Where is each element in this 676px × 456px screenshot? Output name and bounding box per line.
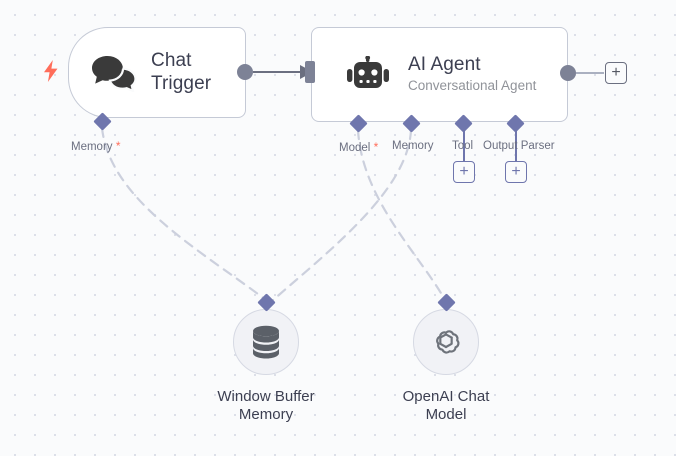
ai-agent-output-port[interactable] — [560, 65, 576, 81]
ai-agent-model-label: Model * — [339, 141, 378, 155]
edge-agent-memory-to-window-buffer — [270, 128, 413, 303]
edge-agent-model-to-openai — [356, 128, 447, 302]
ai-agent-memory-label: Memory — [392, 140, 434, 152]
chat-bubbles-icon — [91, 54, 137, 92]
window-buffer-memory-title-line2: Memory — [238, 406, 294, 424]
node-ai-agent-subtitle: Conversational Agent — [408, 78, 537, 94]
node-openai-chat-model-label: OpenAI Chat Model — [356, 388, 536, 425]
lightning-bolt-icon — [43, 60, 59, 87]
database-icon — [251, 325, 281, 359]
node-ai-agent-title: AI Agent — [408, 54, 481, 76]
required-star: * — [112, 139, 121, 153]
node-ai-agent[interactable]: AI Agent Conversational Agent — [311, 27, 568, 122]
add-node-button[interactable]: + — [605, 62, 627, 84]
window-buffer-memory-title-line1: Window Buffer — [217, 388, 315, 405]
edge-trigger-memory-to-window-buffer — [100, 126, 268, 302]
openai-logo-icon — [429, 325, 463, 359]
openai-chat-model-title-line1: OpenAI Chat — [402, 388, 490, 405]
ai-agent-model-text: Model — [339, 142, 371, 154]
chat-trigger-memory-text: Memory — [71, 141, 113, 153]
add-tool-button[interactable]: + — [453, 161, 475, 183]
node-chat-trigger[interactable]: Chat Trigger — [68, 27, 246, 118]
node-chat-trigger-text: Chat Trigger — [151, 50, 211, 94]
chat-trigger-output-port[interactable] — [237, 64, 253, 80]
node-chat-trigger-title-line2: Trigger — [151, 72, 212, 94]
node-ai-agent-text: AI Agent Conversational Agent — [408, 54, 536, 95]
node-window-buffer-memory-label: Window Buffer Memory — [176, 388, 356, 425]
openai-chat-model-title-line2: Model — [425, 406, 467, 424]
output-parser-port-stem — [515, 124, 517, 162]
ai-agent-input-port[interactable] — [305, 61, 315, 83]
ai-agent-output-parser-label: Output Parser — [483, 140, 555, 152]
node-chat-trigger-title-line1: Chat — [151, 50, 192, 72]
chat-trigger-memory-label: Memory * — [71, 140, 121, 154]
node-window-buffer-memory[interactable] — [233, 309, 299, 375]
tool-port-stem — [463, 124, 465, 162]
robot-icon — [346, 55, 390, 94]
ai-agent-tool-label: Tool — [452, 140, 474, 152]
add-output-parser-button[interactable]: + — [505, 161, 527, 183]
node-openai-chat-model[interactable] — [413, 309, 479, 375]
required-star: * — [370, 140, 379, 154]
